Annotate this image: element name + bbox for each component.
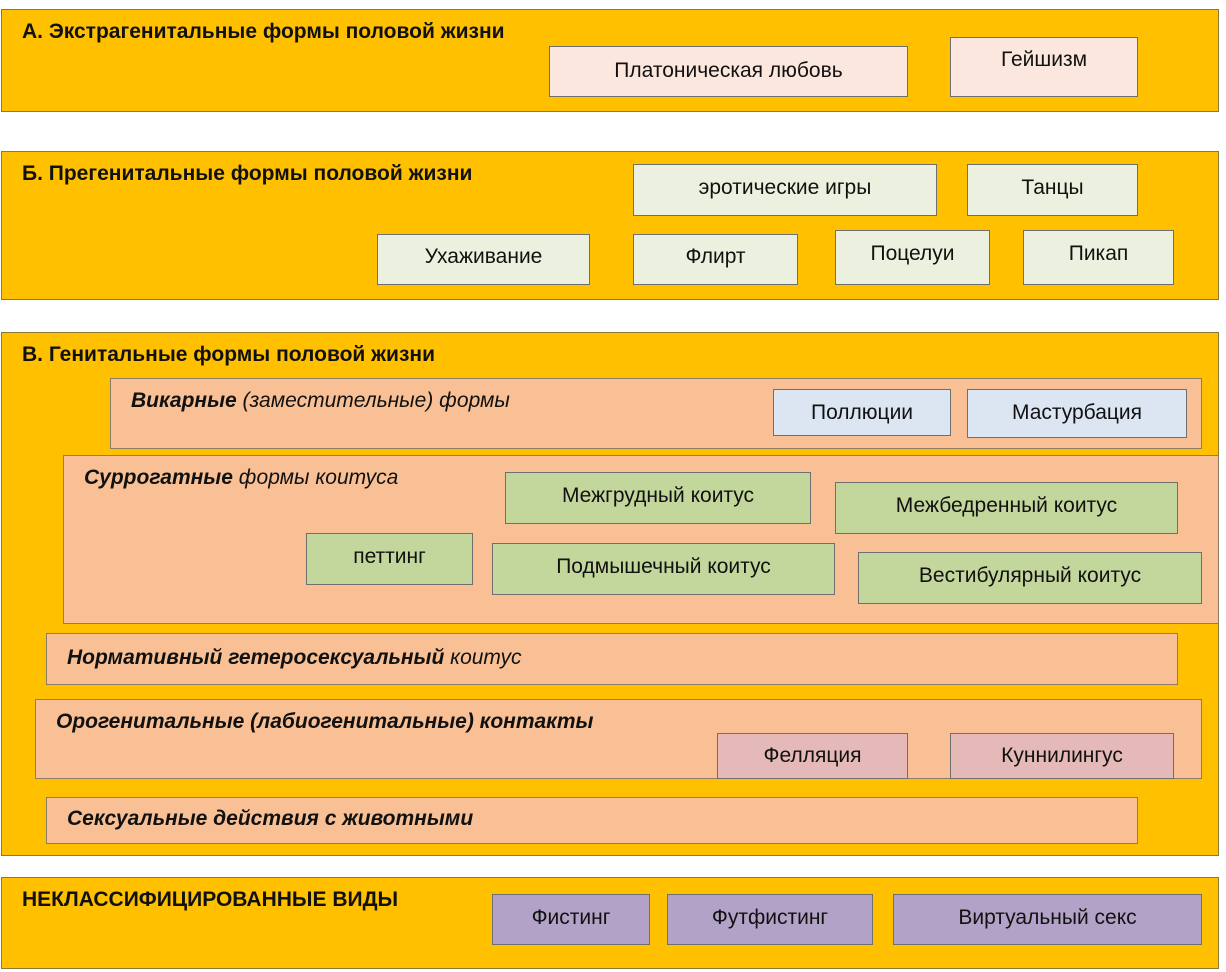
vicarious-forms-title: Викарные (заместительные) формы: [131, 389, 510, 412]
footfisting-label: Футфистинг: [711, 906, 829, 929]
platonic-love-label: Платоническая любовь: [614, 59, 843, 82]
pickup-box: Пикап: [1023, 230, 1174, 285]
surrogate-forms-title: Суррогатные формы коитуса: [84, 466, 399, 489]
pollutions-box: Поллюции: [773, 389, 951, 436]
interfemoral-box: Межбедренный коитус: [835, 482, 1178, 534]
geishism-label: Гейшизм: [1000, 48, 1088, 71]
flirt-label: Флирт: [685, 245, 746, 268]
masturbation-label: Мастурбация: [1011, 401, 1143, 424]
section-v-title: В. Генитальные формы половой жизни: [22, 343, 435, 366]
fellatio-label: Фелляция: [763, 744, 862, 767]
courtship-box: Ухаживание: [377, 234, 590, 285]
petting-box: петтинг: [306, 533, 473, 585]
fisting-label: Фистинг: [531, 906, 611, 929]
section-b-title: Б. Прегенитальные формы половой жизни: [22, 162, 473, 185]
dances-box: Танцы: [967, 164, 1138, 216]
fellatio-box: Фелляция: [717, 733, 908, 779]
platonic-love-box: Платоническая любовь: [549, 46, 908, 97]
virtual-sex-box: Виртуальный секс: [893, 894, 1202, 945]
fisting-box: Фистинг: [492, 894, 650, 945]
dances-label: Танцы: [1021, 176, 1084, 199]
section-a-title: А. Экстрагенитальные формы половой жизни: [22, 20, 505, 43]
vestibular-box: Вестибулярный коитус: [858, 552, 1202, 604]
pickup-label: Пикап: [1068, 242, 1129, 265]
interfemoral-label: Межбедренный коитус: [895, 494, 1118, 517]
unclassified-title: НЕКЛАССИФИЦИРОВАННЫЕ ВИДЫ: [22, 888, 399, 911]
kisses-label: Поцелуи: [870, 242, 955, 265]
flirt-box: Флирт: [633, 234, 798, 285]
axillary-box: Подмышечный коитус: [492, 543, 835, 595]
footfisting-box: Футфистинг: [667, 894, 873, 945]
vestibular-label: Вестибулярный коитус: [918, 564, 1142, 587]
animals-panel: Сексуальные действия с животными: [46, 797, 1138, 844]
normative-coitus-title: Нормативный гетеросексуальный коитус: [67, 646, 522, 669]
cunnilingus-box: Куннилингус: [950, 733, 1174, 779]
virtual-sex-label: Виртуальный секс: [958, 906, 1137, 929]
pollutions-label: Поллюции: [810, 401, 914, 424]
intermammary-box: Межгрудный коитус: [505, 472, 811, 524]
cunnilingus-label: Куннилингус: [1001, 744, 1123, 767]
masturbation-box: Мастурбация: [967, 389, 1187, 438]
axillary-label: Подмышечный коитус: [556, 555, 771, 578]
normative-coitus-panel: Нормативный гетеросексуальный коитус: [46, 633, 1178, 685]
animals-title: Сексуальные действия с животными: [67, 807, 474, 830]
courtship-label: Ухаживание: [424, 245, 543, 268]
intermammary-label: Межгрудный коитус: [561, 484, 755, 507]
erotic-games-box: эротические игры: [633, 164, 937, 216]
petting-label: петтинг: [353, 545, 426, 568]
geishism-box: Гейшизм: [950, 37, 1138, 97]
orogenital-title: Орогенитальные (лабиогенитальные) контак…: [56, 710, 594, 733]
erotic-games-label: эротические игры: [698, 176, 872, 199]
kisses-box: Поцелуи: [835, 230, 990, 285]
